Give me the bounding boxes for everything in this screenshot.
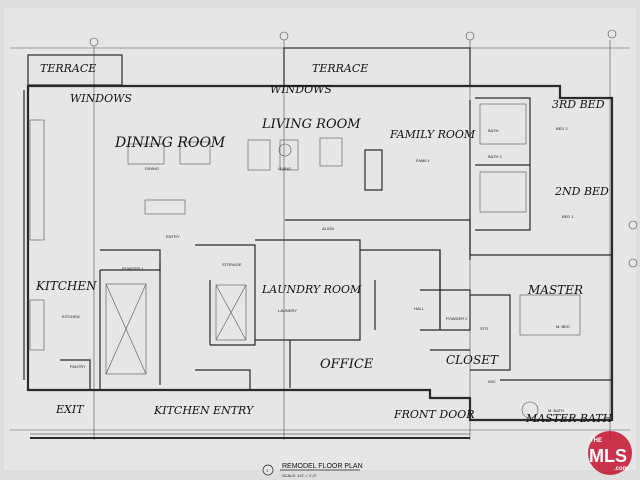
printed-powder-2: POWDER 2: [446, 316, 468, 321]
mls-logo-com: .com: [614, 466, 628, 472]
printed-family: FAMILY: [416, 158, 430, 163]
label-front-door: FRONT DOOR: [393, 408, 475, 421]
printed-wic: WIC: [488, 379, 496, 384]
label-terrace-left: TERRACE: [40, 62, 96, 75]
mls-logo-the: THE: [590, 438, 602, 444]
printed-pantry: PANTRY: [70, 364, 86, 369]
printed-bed-1: BED 1: [562, 214, 574, 219]
section-line: [30, 433, 470, 439]
printed-dining: DINING: [145, 166, 159, 171]
printed-living: LIVING: [278, 166, 291, 171]
printed-sto: STO: [480, 326, 488, 331]
printed-bath: BATH: [488, 128, 498, 133]
label-kitchen: KITCHEN: [35, 279, 97, 293]
title-bubble: [262, 464, 274, 476]
printed-hall: HALL: [414, 306, 425, 311]
label-2nd-bed: 2ND BED: [554, 185, 609, 198]
plan-title: REMODEL FLOOR PLAN: [282, 463, 363, 470]
printed-align: ALIGN: [322, 226, 334, 231]
plan-scale: SCALE: 1/4" = 1'-0": [282, 473, 317, 478]
mls-logo-badge: [588, 431, 632, 475]
furniture: [29, 103, 581, 419]
printed-kitchen: KITCHEN: [62, 314, 80, 319]
printed-m-bath: M. BATH: [548, 408, 564, 413]
printed-laundry: LAUNDRY: [278, 308, 297, 313]
label-windows-left: WINDOWS: [70, 92, 132, 105]
label-exit: EXIT: [55, 403, 85, 416]
label-windows-right: WINDOWS: [270, 83, 332, 96]
grid-bubbles: [89, 29, 638, 268]
label-dining-room: DINING ROOM: [114, 135, 226, 151]
exterior-walls: [23, 84, 614, 422]
label-closet: CLOSET: [446, 353, 499, 367]
interior-walls: [60, 97, 612, 390]
title-number: 1: [266, 468, 269, 473]
label-terrace-right: TERRACE: [312, 62, 368, 75]
paper-sheet: [4, 8, 636, 470]
label-master: MASTER: [527, 283, 583, 297]
printed-bed-2: BED 2: [556, 126, 568, 131]
label-kitchen-entry: KITCHEN ENTRY: [153, 404, 255, 417]
label-master-bath: MASTER BATH: [525, 412, 613, 425]
elevator-shafts: [105, 283, 247, 375]
printed-entry: ENTRY: [166, 234, 180, 239]
mls-logo-mls: MLS: [589, 446, 627, 466]
label-living-room: LIVING ROOM: [261, 117, 361, 132]
label-3rd-bed: 3RD BED: [552, 98, 605, 111]
printed-storage: STORAGE: [222, 262, 242, 267]
label-office: OFFICE: [320, 357, 374, 372]
printed-powder-1: POWDER 1: [122, 266, 144, 271]
printed-bath-2: BATH 2: [488, 154, 502, 159]
mls-logo: THE MLS .com: [588, 431, 632, 475]
printed-m-bed: M. BED: [556, 324, 570, 329]
label-laundry-room: LAUNDRY ROOM: [261, 283, 362, 296]
label-family-room: FAMILY ROOM: [389, 128, 476, 141]
